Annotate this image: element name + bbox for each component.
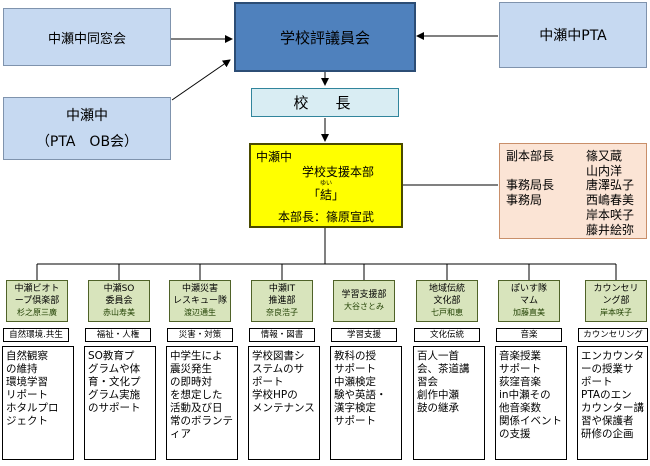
hq-head: 本部長：篠原宣武 xyxy=(277,210,374,224)
principal-node: 校 長 xyxy=(251,88,399,117)
dept-biotope: 中瀬ビオト ープ倶楽部 杉之原三廣 xyxy=(6,280,68,322)
dept-so: 中瀬SO 委員会 赤山寿美 xyxy=(88,280,150,322)
dept-name-2: レスキュー隊 xyxy=(172,296,227,306)
dept-leader: 渡辺通生 xyxy=(184,308,216,317)
dept-leader: 大谷さとみ xyxy=(344,302,384,311)
alumni-node: 中瀬中同窓会 xyxy=(3,8,171,66)
area-label: 情報・図書 xyxy=(249,328,315,342)
dept-leader: 七戸和恵 xyxy=(431,308,463,317)
hq-name: 学校支援本部 xyxy=(301,165,374,179)
dept-music: ぽいす隊 マム 加藤直美 xyxy=(498,280,560,322)
dept-name-2: マム xyxy=(519,296,538,306)
dept-name-2: ング部 xyxy=(602,296,630,306)
pta-ob-node: 中瀬中 （PTA OB会） xyxy=(3,97,171,160)
area-label: 学習支援 xyxy=(331,328,397,342)
dept-it: 中瀬IT 推進部 奈良浩子 xyxy=(251,280,313,322)
dept-leader: 加藤直美 xyxy=(513,308,545,317)
area-label: 音楽 xyxy=(496,328,562,342)
dept-leader: 赤山寿美 xyxy=(103,308,135,317)
office-name-3: 藤井絵弥 xyxy=(586,223,635,237)
activity-description: SO教育プ グラムや体 育・文化プ グラム実施 のサポート xyxy=(84,346,156,460)
activity-description: 百人一首 会、茶道講 習会 創作中瀬 鼓の継承 xyxy=(413,346,485,460)
area-label: 文化伝統 xyxy=(414,328,480,342)
dept-name: 中瀬SO xyxy=(103,284,135,294)
dept-name: ぽいす隊 xyxy=(510,284,547,294)
activity-description: 音楽授業 サポート 荻窪音楽 in中瀬その 他音楽数 関係イベント の支援 xyxy=(495,346,567,460)
pta-node: 中瀬中PTA xyxy=(499,2,647,68)
pta-ob-title: 中瀬中 xyxy=(66,107,108,124)
hq-nickname: 「結」 xyxy=(307,188,344,202)
activity-description: 教科の授 サポート 中瀬検定 験や英語・ 漢字検定 サポート xyxy=(330,346,402,460)
dept-branch-lines xyxy=(36,264,617,280)
office-name-2: 岸本咲子 xyxy=(586,208,635,222)
hq-school: 中瀬中 xyxy=(256,150,293,164)
area-label: カウンセリング xyxy=(578,328,648,342)
area-label: 福祉・人権 xyxy=(85,328,151,342)
hq-ruby: ゆい xyxy=(319,180,332,187)
arrow-ptaob-to-council xyxy=(171,59,231,101)
dept-name-2: 委員会 xyxy=(105,296,133,306)
council-node: 学校評議員会 xyxy=(234,2,416,72)
dept-name-2: 推進部 xyxy=(268,296,296,306)
dept-leader: 岸本咲子 xyxy=(600,308,632,317)
dept-name: 中瀬災害 xyxy=(181,284,218,294)
dept-culture: 地域伝統 文化部 七戸和恵 xyxy=(416,280,478,322)
area-label: 自然環境.共生 xyxy=(3,328,69,342)
pta-ob-subtitle: （PTA OB会） xyxy=(35,133,139,150)
dept-counseling: カウンセリ ング部 岸本咲子 xyxy=(585,280,647,322)
dept-name: 学習支援部 xyxy=(341,290,387,300)
dept-rescue: 中瀬災害 レスキュー隊 渡辺通生 xyxy=(169,280,231,322)
dept-leader: 杉之原三廣 xyxy=(17,308,57,317)
dept-name: 地域伝統 xyxy=(428,284,465,294)
activity-description: エンカウンタ ーの授業サ ポート PTAのエン カウンター講 習や保護者 研修の… xyxy=(577,346,648,460)
dept-name: カウンセリ xyxy=(593,284,639,294)
activity-description: 中学生によ 震災発生 の即時対 を想定した 活動及び日 常のボランテ ィア xyxy=(166,346,238,460)
dept-leader: 奈良浩子 xyxy=(266,308,298,317)
area-label: 災害・対策 xyxy=(167,328,233,342)
dept-name: 中瀬IT xyxy=(268,284,296,294)
dept-name-2: 文化部 xyxy=(433,296,461,306)
support-hq-node: 中瀬中 学校支援本部 ゆい 「結」 本部長：篠原宣武 xyxy=(249,143,403,228)
office-label: 事務局 xyxy=(506,193,543,207)
vice-label: 副本部長 xyxy=(506,149,555,163)
office-head-label: 事務局長 xyxy=(506,178,555,192)
dept-name: 中瀬ビオト xyxy=(14,284,60,294)
office-head-name: 唐澤弘子 xyxy=(586,178,635,192)
activity-description: 学校図書シ ステムのサ ポート 学校HPの メンテナンス xyxy=(248,346,320,460)
vice-name-2: 山内洋 xyxy=(586,164,623,178)
activity-description: 自然観察 の維持 環境学習 リポート ホタルプロ ジェクト xyxy=(2,346,74,460)
officers-panel: 副本部長 篠又蔵 山内洋 事務局長 唐澤弘子 事務局 西嶋春美 岸本咲子 藤井絵… xyxy=(499,143,647,239)
office-name-1: 西嶋春美 xyxy=(586,193,635,207)
dept-learning: 学習支援部 大谷さとみ xyxy=(333,280,395,322)
vice-name-1: 篠又蔵 xyxy=(586,149,623,163)
dept-name-2: ープ倶楽部 xyxy=(14,296,60,306)
